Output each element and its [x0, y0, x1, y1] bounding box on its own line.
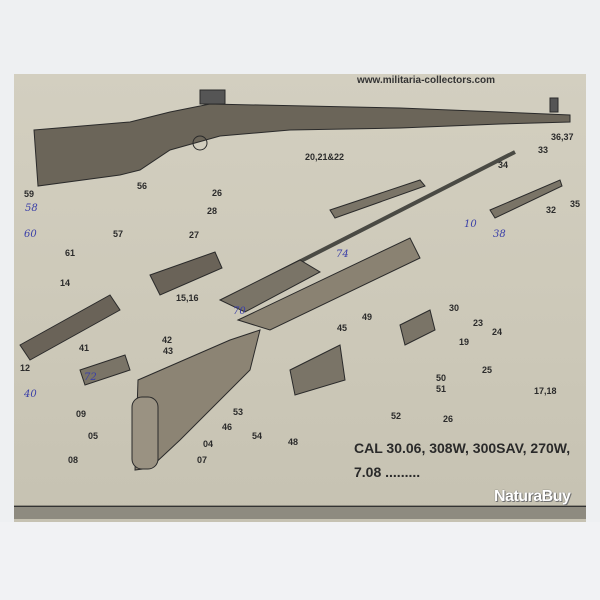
handwritten-label: 72 — [84, 372, 97, 383]
divider-line — [14, 506, 586, 507]
part-label: 27 — [189, 230, 200, 240]
part-label: 42 — [162, 335, 173, 345]
part-label: 32 — [546, 205, 557, 215]
part-label: 30 — [449, 303, 460, 313]
handwritten-label: 40 — [24, 389, 37, 400]
part-label: 45 — [337, 323, 348, 333]
background — [0, 522, 600, 600]
handwritten-label: 58 — [25, 203, 38, 214]
part-label: 15,16 — [176, 293, 199, 303]
part-label: 41 — [79, 343, 90, 353]
part-label: 48 — [288, 437, 299, 447]
part-label: 51 — [436, 384, 447, 394]
part-label: 19 — [459, 337, 470, 347]
part-label: 05 — [88, 431, 99, 441]
part-label: 20,21&22 — [305, 152, 345, 162]
part-label: 09 — [76, 409, 87, 419]
stock — [134, 329, 261, 471]
receiver — [218, 259, 322, 313]
handwritten-label: 60 — [24, 229, 37, 240]
assembled-rifle — [33, 89, 571, 187]
parts — [19, 150, 563, 471]
part-label: 26 — [443, 414, 454, 424]
part-label: 59 — [24, 189, 35, 199]
part-label: 26 — [212, 188, 223, 198]
handwritten-label: 74 — [336, 249, 349, 260]
buttplate — [131, 396, 159, 470]
part-label: 04 — [203, 439, 214, 449]
handguard — [149, 251, 223, 296]
part-label: 57 — [113, 229, 124, 239]
part-label: 25 — [482, 365, 493, 375]
part-label: 43 — [163, 346, 174, 356]
part-label: 61 — [65, 248, 76, 258]
handwritten-label: 70 — [233, 306, 246, 317]
part-label: 50 — [436, 373, 447, 383]
gas-cylinder — [79, 354, 131, 386]
part-label: 34 — [498, 160, 509, 170]
part-label: 12 — [20, 363, 31, 373]
part-label: 56 — [137, 181, 148, 191]
part-label: 49 — [362, 312, 373, 322]
paper-edge — [14, 505, 586, 519]
part-label: 28 — [207, 206, 218, 216]
operating-rod — [329, 179, 426, 219]
part-label: 33 — [538, 145, 549, 155]
part-label: 35 — [570, 199, 581, 209]
handwritten-label: 10 — [464, 219, 477, 230]
part-label: 23 — [473, 318, 484, 328]
trigger-housing — [289, 344, 346, 396]
handwritten-label: 38 — [493, 229, 506, 240]
caliber-caption-continued: 7.08 ......... — [354, 464, 421, 480]
forend — [236, 237, 421, 331]
front-handguard — [19, 294, 121, 361]
rear-sight — [399, 309, 436, 346]
part-label: 52 — [391, 411, 402, 421]
part-label: 54 — [252, 431, 263, 441]
part-label: 36,37 — [551, 132, 574, 142]
part-label: 14 — [60, 278, 71, 288]
part-label: 07 — [197, 455, 208, 465]
part-label: 24 — [492, 327, 503, 337]
bayonet-lug — [489, 179, 563, 219]
part-label: 53 — [233, 407, 244, 417]
website-header: www.militaria-collectors.com — [357, 75, 496, 86]
caliber-caption: CAL 30.06, 308W, 300SAV, 270W, — [354, 440, 571, 456]
part-label: 17,18 — [534, 386, 557, 396]
naturabuy-watermark: NaturaBuy — [494, 488, 571, 505]
part-label: 08 — [68, 455, 79, 465]
part-label: 46 — [222, 422, 233, 432]
